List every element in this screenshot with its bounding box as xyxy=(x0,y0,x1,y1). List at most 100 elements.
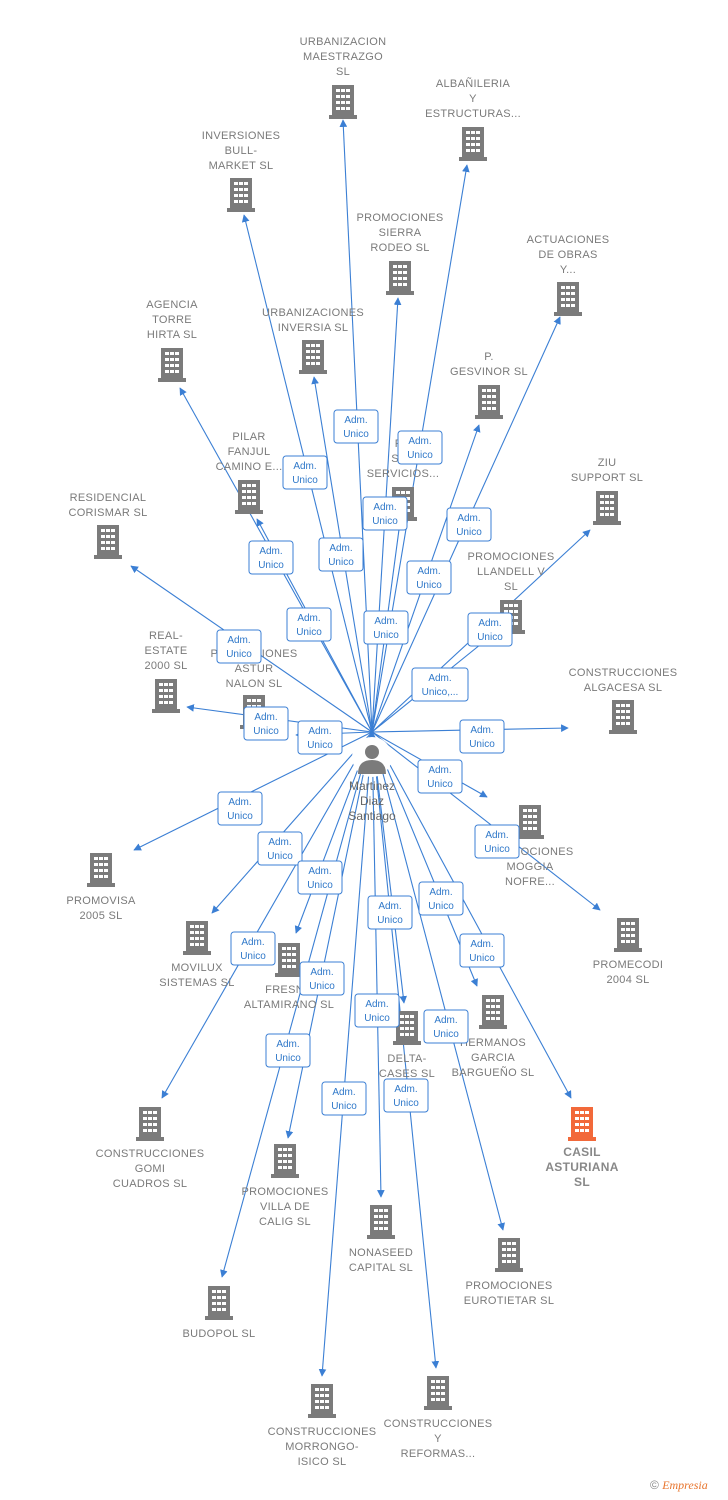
badge-label: Adm. xyxy=(241,937,264,948)
role-badge[interactable]: Adm.Unico xyxy=(217,791,263,826)
role-badge[interactable]: Adm.Unico xyxy=(257,831,303,866)
company-label: Y xyxy=(469,93,477,105)
role-badge[interactable]: Adm.Unico xyxy=(418,881,464,916)
role-badge[interactable]: Adm.Unico xyxy=(282,455,328,490)
role-badge[interactable]: Adm.Unico xyxy=(354,993,400,1028)
company-label: INVERSIA SL xyxy=(278,322,349,334)
company-node-p-gesvinor[interactable]: P.GESVINOR SL xyxy=(450,351,528,419)
badge-label: Unico xyxy=(469,953,495,964)
role-badge[interactable]: Adm.Unico xyxy=(318,537,364,572)
badge-label: Adm. xyxy=(308,866,331,877)
badge-label: Unico xyxy=(258,560,284,571)
company-label: PILAR xyxy=(232,431,265,443)
company-label: PROMOCIONES xyxy=(465,1280,552,1292)
role-badge[interactable]: Adm.Unico xyxy=(286,607,332,642)
person-icon xyxy=(352,737,392,777)
company-node-construcciones-y-reformas[interactable]: CONSTRUCCIONESYREFORMAS... xyxy=(384,1376,493,1460)
badge-box xyxy=(467,612,513,647)
role-badge[interactable]: Adm.Unico xyxy=(297,720,343,755)
badge-label: Adm. xyxy=(276,1039,299,1050)
company-label: ALTAMIRANO SL xyxy=(244,999,334,1011)
company-node-construcciones-algacesa[interactable]: CONSTRUCCIONES ALGACESA SL xyxy=(569,667,678,734)
role-badge[interactable]: Adm.Unico xyxy=(467,612,513,647)
company-label: CONSTRUCCIONES xyxy=(569,667,678,679)
company-label: ISICO SL xyxy=(298,1456,347,1468)
role-badge[interactable]: Adm.Unico xyxy=(333,409,379,444)
badge-box xyxy=(243,706,289,741)
badge-box xyxy=(397,430,443,465)
company-label: ASTURIANA xyxy=(545,1160,618,1174)
role-badge[interactable]: Adm.Unico xyxy=(248,540,294,575)
role-badge[interactable]: Adm.Unico xyxy=(397,430,443,465)
company-node-budopol[interactable]: BUDOPOL SL xyxy=(183,1286,256,1340)
role-badge[interactable]: Adm.Unico xyxy=(417,759,463,794)
role-badge[interactable]: Adm.Unico xyxy=(474,824,520,859)
role-badge[interactable]: Adm.Unico xyxy=(362,496,408,531)
badge-box xyxy=(459,719,505,754)
role-badge[interactable]: Adm.Unico,... xyxy=(411,667,469,702)
building-icon xyxy=(87,853,115,887)
badge-label: Unico xyxy=(240,951,266,962)
company-label: ALBAÑILERIA xyxy=(436,77,511,90)
role-badge[interactable]: Adm.Unico xyxy=(406,560,452,595)
edge-construcciones-gomi-cuadros xyxy=(161,731,373,1099)
role-badge[interactable]: Adm. Unico xyxy=(230,931,276,966)
role-badge[interactable]: Adm.Unico xyxy=(423,1009,469,1044)
role-badge[interactable]: Adm.Unico xyxy=(459,719,505,754)
role-badge[interactable]: Adm.Unico xyxy=(383,1078,429,1113)
brand-logo[interactable]: Empresia xyxy=(662,1478,708,1492)
company-label: INVERSIONES xyxy=(202,130,281,142)
role-badge[interactable]: Adm.Unico xyxy=(446,507,492,542)
badge-label: Adm. xyxy=(228,797,251,808)
role-badge[interactable]: Adm.Unico xyxy=(265,1033,311,1068)
role-badge[interactable]: Adm.Unico xyxy=(459,933,505,968)
company-node-delta-cases[interactable]: DELTA-CASES SL xyxy=(379,1011,435,1080)
company-label: MORRONGO- xyxy=(285,1441,359,1453)
badge-box xyxy=(459,933,505,968)
role-badge[interactable]: Adm.Unico xyxy=(321,1081,367,1116)
company-node-albanileria[interactable]: ALBAÑILERIAYESTRUCTURAS... xyxy=(425,77,521,161)
role-badge[interactable]: Adm.Unico xyxy=(367,895,413,930)
edge-promecodi-2004 xyxy=(371,731,601,911)
company-label: ALGACESA SL xyxy=(584,682,663,694)
company-label: NOFRE... xyxy=(505,876,555,888)
role-badge[interactable]: Adm.Unico xyxy=(216,629,262,664)
badge-label: Adm. xyxy=(268,837,291,848)
role-badge[interactable]: Adm.Unico xyxy=(299,961,345,996)
company-label: CONSTRUCCIONES xyxy=(384,1418,493,1430)
building-icon xyxy=(568,1107,596,1141)
company-label: MAESTRAZGO xyxy=(303,51,383,63)
company-label: DELTA- xyxy=(387,1053,426,1065)
role-badge[interactable]: Adm.Unico xyxy=(363,610,409,645)
role-badge[interactable]: Adm.Unico xyxy=(297,860,343,895)
company-label: CONSTRUCCIONES xyxy=(268,1426,377,1438)
building-icon xyxy=(271,1144,299,1178)
role-badge[interactable]: Adm.Unico xyxy=(243,706,289,741)
badge-box xyxy=(265,1033,311,1068)
company-node-construcciones-morrongo-isico[interactable]: CONSTRUCCIONES MORRONGO- ISICO SL xyxy=(268,1384,377,1468)
company-label: PROMOVISA xyxy=(66,895,136,907)
badge-box xyxy=(417,759,463,794)
